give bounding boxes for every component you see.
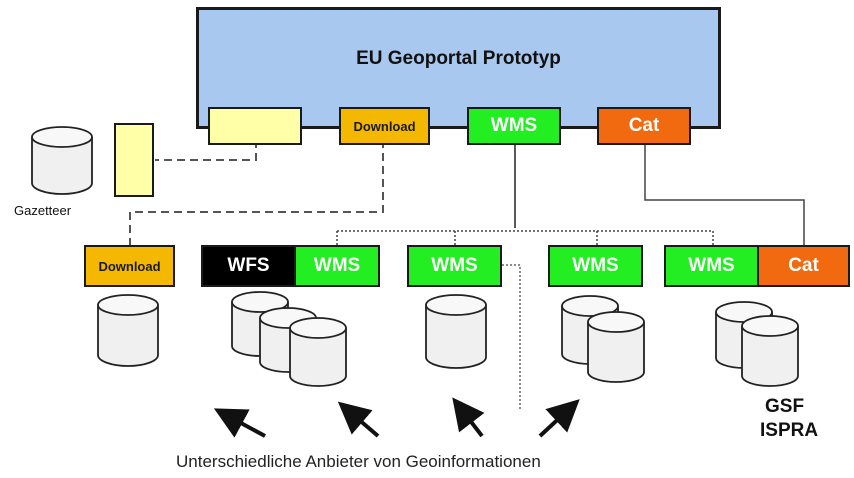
wms2-provider-database-icon	[425, 294, 487, 369]
provider-wms-label-4: WMS	[688, 255, 735, 276]
provider-wfs-button[interactable]: WFS	[201, 245, 296, 287]
gazetteer-service-box[interactable]	[114, 123, 154, 197]
provider-cat-label: Cat	[788, 255, 819, 276]
arrow-1	[213, 408, 266, 438]
wms2-dotted-tail	[502, 264, 521, 410]
gazetteer-label: Gazetteer	[14, 203, 72, 218]
provider-download-button[interactable]: Download	[84, 245, 175, 287]
portal-gazetteer-box[interactable]	[208, 107, 302, 145]
provider-wms-button-4[interactable]: WMS	[664, 245, 759, 287]
provider-wms-button-2[interactable]: WMS	[407, 245, 502, 287]
wfs-provider-database-stack-icon	[231, 291, 347, 387]
caption: Unterschiedliche Anbieter von Geoinforma…	[176, 452, 541, 471]
portal-download-button[interactable]: Download	[339, 107, 430, 145]
provider-wfs-label: WFS	[227, 255, 270, 276]
download-provider-database-icon	[97, 294, 159, 367]
provider-wms-label-2: WMS	[431, 255, 478, 276]
portal-cat-label: Cat	[628, 115, 660, 136]
ispra-label: ISPRA	[760, 420, 819, 441]
gsf-label: GSF	[765, 396, 805, 417]
arrow-3	[452, 397, 485, 438]
gazetteer-dashed-link	[155, 140, 257, 161]
gazetteer-database-icon	[31, 126, 93, 195]
download-dashed-link	[129, 140, 384, 245]
portal-title: EU Geoportal Prototyp	[356, 48, 561, 69]
gsf-ispra-database-stack-icon	[715, 301, 799, 387]
portal-wms-button[interactable]: WMS	[467, 107, 561, 145]
portal-wms-label: WMS	[490, 115, 538, 136]
provider-download-label: Download	[98, 258, 161, 274]
wms3-provider-database-stack-icon	[561, 295, 645, 383]
portal-cat-button[interactable]: Cat	[597, 107, 691, 145]
arrow-2	[337, 401, 380, 438]
portal-download-label: Download	[353, 118, 416, 134]
provider-wms-button-1[interactable]: WMS	[294, 245, 380, 287]
provider-wms-label-1: WMS	[313, 255, 361, 276]
arrow-4	[538, 399, 580, 438]
provider-wms-label-3: WMS	[572, 255, 619, 276]
provider-cat-button[interactable]: Cat	[757, 245, 850, 287]
cat-solid-link	[644, 145, 805, 245]
provider-wms-button-3[interactable]: WMS	[548, 245, 643, 287]
